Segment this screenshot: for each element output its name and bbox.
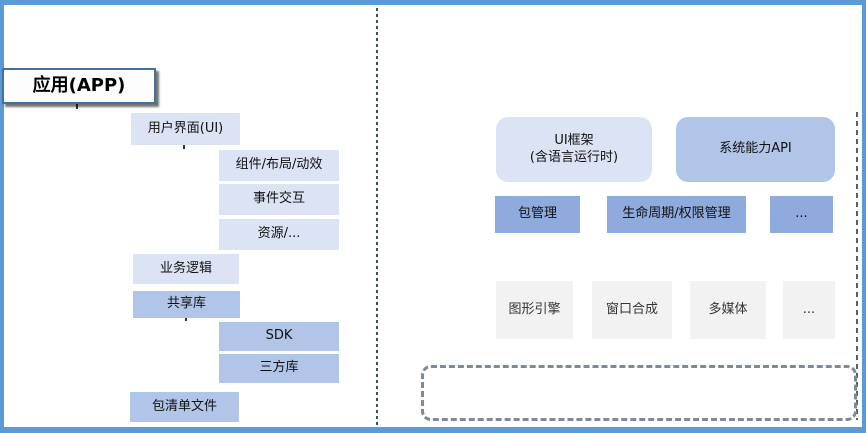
app-node: 应用(APP)	[2, 68, 156, 104]
resource-node: 资源/...	[219, 219, 339, 250]
component-layout-animation-node: 组件/布局/动效	[219, 150, 339, 181]
graphics-engine-node: 图形引擎	[496, 281, 573, 339]
connector-stub	[183, 145, 185, 149]
system-capability-api-node: 系统能力API	[676, 117, 835, 182]
connector-stub	[185, 317, 187, 321]
user-interface-node: 用户界面(UI)	[131, 113, 240, 145]
package-manifest-node: 包清单文件	[130, 392, 239, 422]
dashed-placeholder-box	[421, 365, 857, 421]
lifecycle-permission-node: 生命周期/权限管理	[607, 196, 746, 233]
system-more-node: ...	[770, 196, 833, 233]
connector-stub	[76, 104, 78, 109]
sdk-node: SDK	[219, 322, 339, 351]
event-interaction-node: 事件交互	[219, 184, 339, 215]
center-dashed-divider	[376, 8, 378, 426]
ui-framework-label-line1: UI框架	[554, 132, 594, 148]
services-more-node: ...	[783, 281, 835, 339]
package-management-node: 包管理	[495, 196, 580, 233]
ui-framework-label-line2: (含语言运行时)	[529, 149, 619, 165]
business-logic-node: 业务逻辑	[133, 254, 239, 284]
right-dashed-divider	[856, 112, 858, 420]
window-composition-node: 窗口合成	[592, 281, 672, 339]
ui-framework-node: UI框架 (含语言运行时)	[496, 117, 652, 182]
shared-library-node: 共享库	[133, 291, 240, 318]
multimedia-node: 多媒体	[690, 281, 766, 339]
third-party-library-node: 三方库	[219, 354, 339, 383]
